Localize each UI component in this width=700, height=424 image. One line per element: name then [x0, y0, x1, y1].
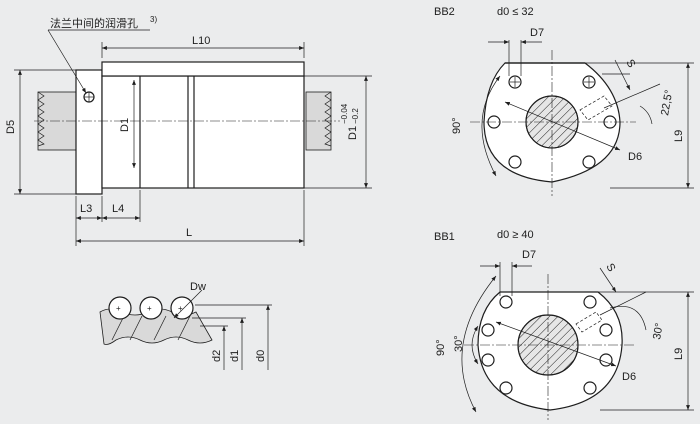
bb2-bolt-hole-icon [508, 155, 522, 169]
label-d2: d2 [211, 350, 223, 362]
label-bb1: BB1 [434, 231, 455, 243]
shaft-break-left [37, 91, 45, 147]
dim-S-bb1 [599, 267, 617, 293]
nut-top-rim [101, 61, 305, 77]
ball-2-icon [139, 296, 163, 320]
bb2-bolt-hole-icon [582, 155, 596, 169]
label-L10: L10 [192, 35, 210, 47]
nut-flange [75, 69, 103, 195]
label-D1: D1 [119, 118, 131, 132]
label-30-deg-left: 30° [453, 335, 465, 352]
label-S-bb2: S [623, 58, 637, 70]
flange-bb1: BB1 d0 ≥ 40 D7 S 30° D6 [434, 229, 694, 420]
label-d0: d0 [255, 350, 267, 362]
bb1-lube-port [575, 311, 603, 333]
label-L: L [186, 227, 192, 239]
label-d0-bb2: d0 ≤ 32 [497, 6, 534, 18]
dim-S-bb2 [614, 59, 631, 91]
label-L3: L3 [80, 203, 92, 215]
label-D7-bb2: D7 [530, 27, 544, 39]
label-d0-bb1: d0 ≥ 40 [497, 229, 534, 241]
label-bb2: BB2 [434, 6, 455, 18]
tol-lower: −0.2 [351, 108, 360, 124]
label-D1-tol: D1 [347, 126, 359, 140]
ball-detail: + + + Dw d2 d1 d0 [99, 281, 272, 370]
label-90-bb1: 90° [435, 339, 447, 356]
label-L9-bb2: L9 [673, 130, 685, 142]
dim-Dw [173, 289, 203, 319]
svg-text:+: + [178, 304, 183, 313]
tol-upper: −0.04 [340, 103, 349, 124]
bb1-bolt-hole-icon [583, 381, 597, 395]
bb1-bolt-hole-icon [499, 295, 513, 309]
label-L4: L4 [112, 203, 124, 215]
flange-bb2: BB2 d0 ≤ 32 D7 S 22,5° [434, 6, 694, 196]
label-22-5-deg: 22,5° [659, 89, 675, 117]
bb1-bolt-hole-icon [599, 323, 613, 337]
label-D5: D5 [5, 120, 17, 134]
svg-text:+: + [116, 304, 121, 313]
dim-D6-bb1 [495, 321, 617, 367]
dim-90-bb1 [461, 275, 497, 413]
side-view: 法兰中间的润滑孔 3) L10 D5 D1 D1 −0.04 −0.2 L3 L… [5, 15, 372, 246]
label-d1: d1 [229, 350, 241, 362]
note-superscript: 3) [150, 15, 157, 24]
dim-90-bb2 [481, 75, 501, 177]
label-30-deg-right: 30° [651, 322, 666, 340]
lube-hole-note: 法兰中间的润滑孔 [50, 16, 138, 30]
label-Dw: Dw [190, 281, 206, 293]
label-90-bb2: 90° [451, 117, 463, 134]
dim-D6-bb2 [504, 101, 621, 151]
svg-text:+: + [147, 304, 152, 313]
label-D7-bb1: D7 [522, 249, 536, 261]
bb1-bolt-hole-icon [481, 323, 495, 337]
bb1-bolt-hole-icon [499, 381, 513, 395]
nut-body [101, 75, 305, 189]
dim-30-bb1 [471, 325, 479, 365]
ball-1-icon [108, 296, 132, 320]
label-D6-bb1: D6 [622, 371, 636, 383]
label-S-bb1: S [603, 262, 617, 274]
bb1-bolt-hole-icon [481, 353, 495, 367]
bb1-bolt-hole-icon [583, 295, 597, 309]
label-D6-bb2: D6 [628, 151, 642, 163]
label-L9-bb1: L9 [673, 348, 685, 360]
shaft-break-right [324, 91, 332, 147]
